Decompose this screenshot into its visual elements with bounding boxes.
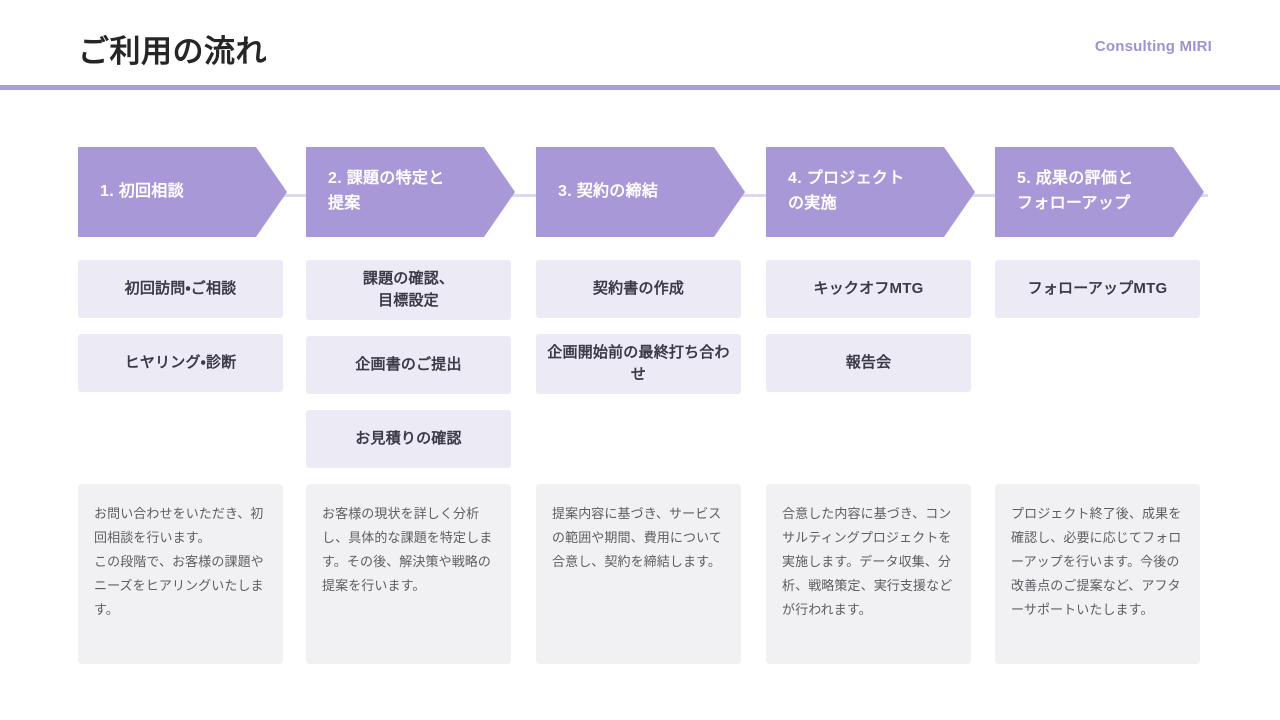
task-chip[interactable]: ヒヤリング・診断: [78, 334, 283, 392]
step-description-2: お客様の現状を詳しく分析し、具体的な課題を特定します。その後、解決策や戦略の提案…: [306, 484, 511, 664]
task-chip[interactable]: 初回訪問・ご相談: [78, 260, 283, 318]
process-flow-diagram: 1. 初回相談初回訪問・ご相談ヒヤリング・診断お問い合わせをいただき、初回相談を…: [0, 88, 1280, 720]
task-chip[interactable]: 企画書のご提出: [306, 335, 511, 394]
task-list-4: キックオフMTG 報告会: [766, 260, 971, 408]
step-chevron-2[interactable]: 2. 課題の特定と 提案: [306, 147, 515, 237]
step-description-3: 提案内容に基づき、サービスの範囲や期間、費用について合意し、契約を締結します。: [536, 484, 741, 664]
flow-column-1: 1. 初回相談初回訪問・ご相談ヒヤリング・診断お問い合わせをいただき、初回相談を…: [78, 88, 308, 720]
task-chip[interactable]: 契約書の作成: [536, 260, 741, 318]
flow-column-3: 3. 契約の締結契約書の作成企画開始前の最終打ち合わせ提案内容に基づき、サービス…: [536, 88, 766, 720]
task-list-1: 初回訪問・ご相談ヒヤリング・診断: [78, 260, 283, 408]
task-chip[interactable]: キックオフMTG: [766, 260, 971, 318]
step-description-1: お問い合わせをいただき、初回相談を行います。 この段階で、お客様の課題やニーズを…: [78, 484, 283, 664]
step-label: 5. 成果の評価と フォローアップ: [1017, 170, 1134, 212]
task-chip[interactable]: 企画開始前の最終打ち合わせ: [536, 334, 741, 394]
step-label: 4. プロジェクト の実施: [788, 170, 905, 212]
step-chevron-4[interactable]: 4. プロジェクト の実施: [766, 147, 975, 237]
step-description-4: 合意した内容に基づき、コンサルティングプロジェクトを実施します。データ収集、分析…: [766, 484, 971, 664]
page-title: ご利用の流れ: [78, 34, 267, 69]
task-chip[interactable]: フォローアップMTG: [995, 260, 1200, 318]
step-description-5: プロジェクト終了後、成果を確認し、必要に応じてフォローアップを行います。今後の改…: [995, 484, 1200, 664]
flow-column-5: 5. 成果の評価と フォローアップフォローアップMTG プロジェクト終了後、成果を…: [995, 88, 1225, 720]
flow-column-4: 4. プロジェクト の実施キックオフMTG 報告会合意した内容に基づき、コンサルテ…: [766, 88, 996, 720]
step-chevron-5[interactable]: 5. 成果の評価と フォローアップ: [995, 147, 1204, 237]
step-label: 2. 課題の特定と 提案: [328, 170, 445, 212]
step-chevron-1[interactable]: 1. 初回相談: [78, 147, 287, 237]
task-list-3: 契約書の作成企画開始前の最終打ち合わせ: [536, 260, 741, 410]
task-chip[interactable]: 課題の確認、 目標設定: [306, 260, 511, 320]
task-list-5: フォローアップMTG: [995, 260, 1200, 334]
task-chip[interactable]: お見積りの確認: [306, 409, 511, 468]
step-label: 3. 契約の締結: [558, 182, 659, 200]
header-divider: [0, 85, 1280, 90]
task-list-2: 課題の確認、 目標設定企画書のご提出お見積りの確認: [306, 260, 511, 484]
task-chip[interactable]: 報告会: [766, 334, 971, 392]
flow-column-2: 2. 課題の特定と 提案課題の確認、 目標設定企画書のご提出お見積りの確認お客様…: [306, 88, 536, 720]
step-chevron-3[interactable]: 3. 契約の締結: [536, 147, 745, 237]
brand-label: Consulting MIRI: [1094, 38, 1212, 55]
page-header: ご利用の流れ Consulting MIRI: [0, 0, 1280, 90]
step-label: 1. 初回相談: [100, 182, 184, 200]
